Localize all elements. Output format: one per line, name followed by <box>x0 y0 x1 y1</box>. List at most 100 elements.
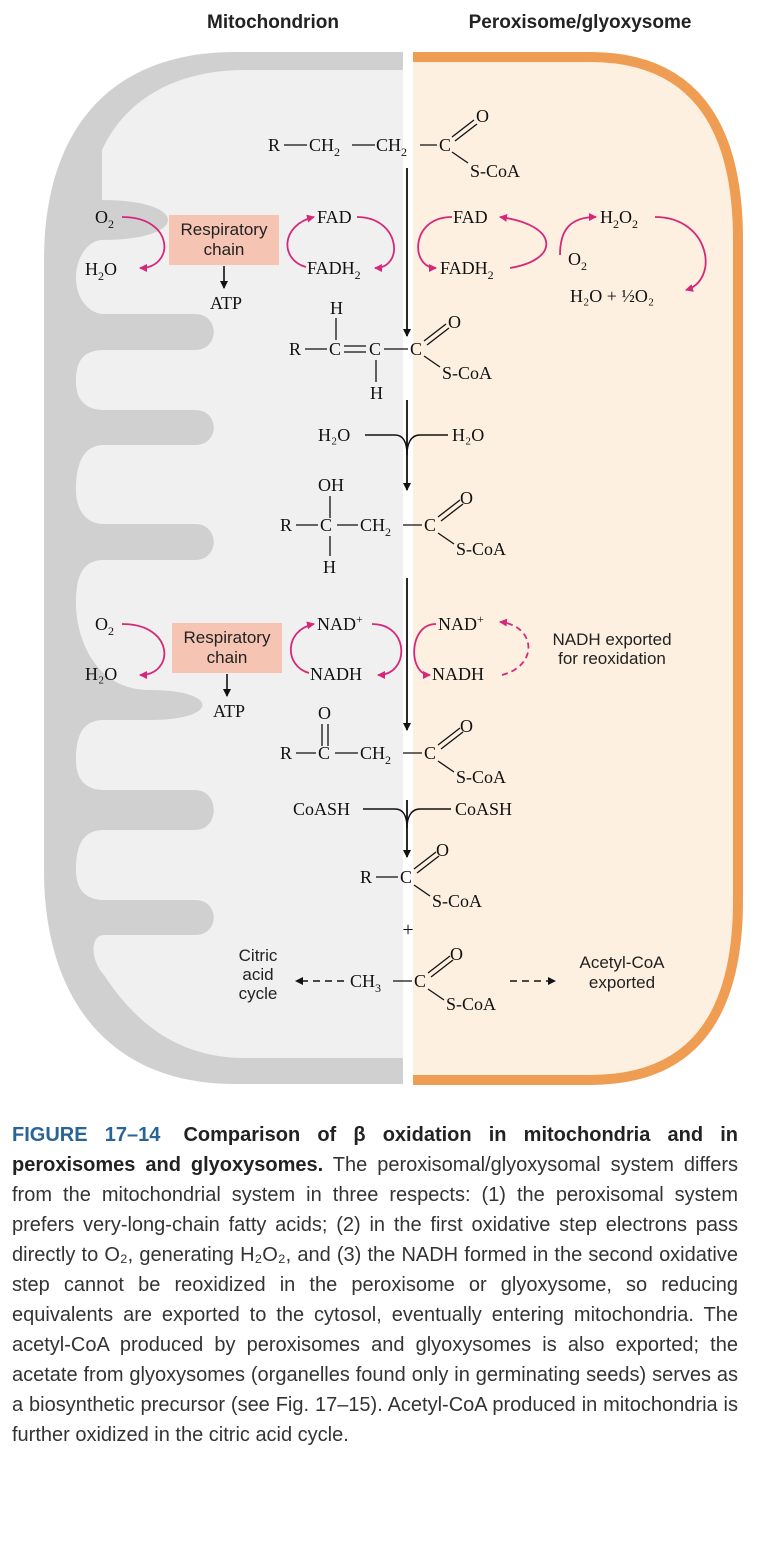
keto-o: O <box>460 716 473 736</box>
h2o-right-label: H₂O <box>452 425 484 445</box>
hydroxyacyl-coa-structure: OH R C H CH2 C O S-CoA <box>280 475 506 577</box>
citric-label-3: cycle <box>239 984 278 1003</box>
ketoacyl-coa-structure: O R C CH2 C O S-CoA <box>280 703 506 787</box>
hydroxy-c1: C <box>320 515 332 535</box>
fadh2-to-resp-arrow <box>286 214 315 268</box>
step3-perox: NAD+ NADH NADH exported for reoxidation <box>413 612 672 684</box>
o2-to-h2o-arrow-1 <box>121 216 166 272</box>
nad-label: NAD+ <box>317 612 363 634</box>
step1-mito: Respiratory chain ATP O2 H2O FAD FADH2 <box>85 207 395 313</box>
citric-label-1: Citric <box>239 946 278 965</box>
enoyl-c2: C <box>369 339 381 359</box>
perox-fadh2-to-fad <box>499 213 548 269</box>
step3-mito: Respiratory chain ATP O2 H₂O NAD+ NADH <box>85 612 403 721</box>
acyl-coa-structure: R CH2 CH2 C O S-CoA <box>268 106 520 181</box>
acetyl-ch3: CH3 <box>350 971 381 995</box>
enoyl-r: R <box>289 339 301 359</box>
citric-label-2: acid <box>242 965 273 984</box>
o2-label-2: O2 <box>95 614 114 638</box>
keto-o-top: O <box>318 703 331 723</box>
perox-nad-label: NAD+ <box>438 612 484 634</box>
hydroxy-h: H <box>323 557 336 577</box>
keto-r: R <box>280 743 292 763</box>
respiratory-chain-box-1 <box>169 215 279 265</box>
beta-oxidation-diagram: Mitochondrion Peroxisome/glyoxysome R CH… <box>44 12 743 1085</box>
perox-nad-loop <box>413 623 437 679</box>
coash-right-label: CoASH <box>455 799 512 819</box>
caption-title: Comparison of β oxidation in mitochondri… <box>12 1124 738 1176</box>
coash-left-label: CoASH <box>293 799 350 819</box>
respiratory-chain-label-1b: chain <box>204 240 245 259</box>
shortened-acyl-coa-structure: R C O S-CoA <box>360 840 482 911</box>
plus-sign: + <box>402 919 413 941</box>
nadh-to-resp-arrow <box>289 621 315 674</box>
keto-c1: C <box>318 743 330 763</box>
h2o-label-2: H₂O <box>85 664 117 684</box>
enoyl-h-bot: H <box>370 383 383 403</box>
o2-label-1: O2 <box>95 207 114 231</box>
atp-label-1: ATP <box>210 293 242 313</box>
short-o: O <box>436 840 449 860</box>
hydroxy-oh: OH <box>318 475 344 495</box>
perox-o2-label: O2 <box>568 249 587 273</box>
acyl-scoa: S-CoA <box>470 161 520 181</box>
acyl-ch2a: CH2 <box>309 135 340 159</box>
header-mitochondrion: Mitochondrion <box>207 12 339 33</box>
acetyl-coa-structure: CH3 C O S-CoA <box>350 944 496 1014</box>
nadh-label: NADH <box>310 664 362 684</box>
short-r: R <box>360 867 372 887</box>
enoyl-h-top: H <box>330 298 343 318</box>
perox-fadh2-label: FADH2 <box>440 258 494 282</box>
h2o-half-o2-label: H₂O + ½O₂ <box>570 286 654 306</box>
perox-fad-loop <box>417 216 453 272</box>
nadh-exported-label-2: for reoxidation <box>558 649 666 668</box>
atp-label-2: ATP <box>213 701 245 721</box>
step1-perox: FAD FADH2 H2O2 O2 H₂O + ½O₂ <box>417 207 707 306</box>
respiratory-chain-label-2a: Respiratory <box>184 628 271 647</box>
h2o-right-joiner <box>406 434 448 456</box>
coash-right-joiner <box>406 808 451 829</box>
fadh2-label: FADH2 <box>307 258 361 282</box>
nad-loop-mito <box>371 623 403 679</box>
enoyl-c1: C <box>329 339 341 359</box>
keto-scoa: S-CoA <box>456 767 506 787</box>
respiratory-chain-box-2 <box>172 623 282 673</box>
hydroxy-o: O <box>460 488 473 508</box>
enoyl-coa-structure: H R C C H C O S-CoA <box>289 298 492 403</box>
acetyl-scoa: S-CoA <box>446 994 496 1014</box>
h2o-left-label: H₂O <box>318 425 350 445</box>
acyl-o: O <box>476 106 489 126</box>
short-c: C <box>400 867 412 887</box>
nadh-exported-label-1: NADH exported <box>552 630 671 649</box>
mitochondrion-matrix <box>76 70 403 1058</box>
enoyl-c3: C <box>410 339 422 359</box>
fad-loop-mito <box>356 216 395 272</box>
fad-label: FAD <box>317 207 352 227</box>
hydroxy-c: C <box>424 515 436 535</box>
enoyl-scoa: S-CoA <box>442 363 492 383</box>
figure-label: FIGURE 17–14 <box>12 1124 161 1146</box>
acetyl-exported-label-2: exported <box>589 973 655 992</box>
nadh-export-dashed-arrow <box>499 618 530 676</box>
short-scoa: S-CoA <box>432 891 482 911</box>
hydroxy-ch2: CH2 <box>360 515 391 539</box>
hydroxy-r: R <box>280 515 292 535</box>
acetyl-c: C <box>414 971 426 991</box>
acyl-ch2b: CH2 <box>376 135 407 159</box>
o2-to-h2o-arrow-2 <box>121 623 166 679</box>
peroxisome-membrane <box>413 52 743 1085</box>
enoyl-o: O <box>448 312 461 332</box>
h2o2-label: H2O2 <box>600 207 638 231</box>
caption-body: The peroxisomal/glyoxysomal system diffe… <box>12 1154 739 1446</box>
keto-c: C <box>424 743 436 763</box>
perox-nadh-label: NADH <box>432 664 484 684</box>
acyl-c: C <box>439 135 451 155</box>
h2o2-decomp-arrow <box>654 216 707 292</box>
perox-fad-label: FAD <box>453 207 488 227</box>
o2-to-h2o2-arrow <box>559 213 597 256</box>
hydroxy-scoa: S-CoA <box>456 539 506 559</box>
header-peroxisome: Peroxisome/glyoxysome <box>469 12 692 33</box>
acyl-r: R <box>268 135 280 155</box>
h2o-label-1: H2O <box>85 259 117 283</box>
respiratory-chain-label-2b: chain <box>207 648 248 667</box>
